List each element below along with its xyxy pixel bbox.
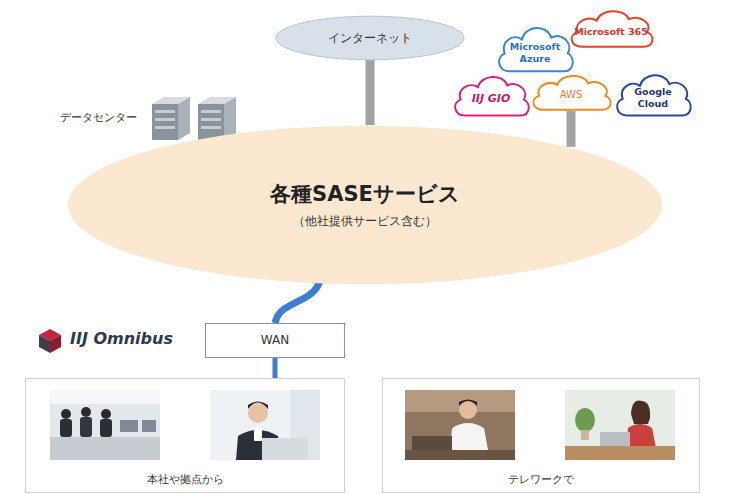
node-title: 各種SASEサービス bbox=[270, 181, 460, 207]
photo-suit bbox=[210, 390, 320, 460]
monitor bbox=[142, 420, 156, 432]
wan-box: WAN bbox=[205, 323, 345, 358]
person-head bbox=[101, 409, 111, 419]
desk bbox=[50, 437, 160, 460]
cloud-service: AWS bbox=[528, 68, 614, 112]
photo-ground bbox=[210, 390, 320, 460]
node-content: インターネット bbox=[285, 20, 455, 56]
site-panel: 本社や拠点から bbox=[25, 378, 345, 493]
person-head bbox=[248, 403, 268, 423]
telework-panel: テレワークで bbox=[382, 378, 700, 493]
server-side bbox=[224, 97, 236, 140]
internet-ellipse-shape bbox=[276, 16, 464, 60]
cloud-shape bbox=[455, 77, 529, 116]
person-shirt bbox=[254, 427, 262, 441]
person-hair bbox=[631, 401, 650, 424]
monitor bbox=[120, 420, 138, 432]
person-head bbox=[459, 401, 477, 419]
photo-home bbox=[565, 390, 675, 460]
node-content: Google Cloud bbox=[622, 82, 684, 114]
node-title: Microsoft Azure bbox=[504, 41, 566, 65]
logo-cube bbox=[39, 329, 61, 353]
photo-ground bbox=[565, 390, 675, 460]
server-slot bbox=[201, 110, 221, 113]
node-content: 各種SASEサービス （他社提供サービス含む） bbox=[125, 145, 605, 265]
laptop bbox=[262, 438, 308, 460]
person-body bbox=[80, 417, 92, 437]
server-front bbox=[152, 104, 178, 140]
server-slot bbox=[155, 118, 175, 121]
network-link bbox=[567, 111, 576, 147]
cloud-shape bbox=[572, 11, 653, 46]
node-title: IIJ GIO bbox=[472, 92, 511, 106]
cloud-service: Microsoft 365 bbox=[566, 3, 656, 49]
node-title: Microsoft 365 bbox=[574, 26, 648, 38]
cube-right bbox=[50, 335, 61, 353]
server-side bbox=[178, 97, 190, 140]
person-hair bbox=[248, 402, 268, 410]
node-title: インターネット bbox=[328, 31, 412, 46]
server-slot bbox=[155, 110, 175, 113]
node-content: IIJ GIO bbox=[458, 84, 524, 114]
node-title: テレワークで bbox=[508, 473, 574, 487]
node-subtitle: （他社提供サービス含む） bbox=[293, 214, 437, 229]
photo-ground bbox=[405, 390, 515, 460]
network-link-curve bbox=[275, 281, 320, 323]
person-hair bbox=[459, 400, 477, 407]
cloud-service: Google Cloud bbox=[612, 66, 694, 118]
table bbox=[405, 450, 515, 460]
cube-left bbox=[39, 335, 50, 353]
internet-ellipse: インターネット bbox=[275, 16, 465, 60]
photo-office bbox=[50, 390, 160, 460]
sase-ellipse-shape bbox=[68, 126, 662, 284]
photo-wall bbox=[50, 390, 160, 404]
brand-logo-text: IIJ Omnibus bbox=[70, 329, 173, 348]
server-icon bbox=[198, 97, 236, 140]
node-content: 本社や拠点から bbox=[34, 379, 336, 487]
node-title: AWS bbox=[560, 89, 583, 102]
cloud-shape bbox=[617, 75, 691, 115]
node-content: AWS bbox=[536, 82, 606, 109]
node-content: Microsoft Azure bbox=[504, 36, 566, 70]
server-icon bbox=[152, 97, 190, 140]
person-top bbox=[626, 424, 656, 448]
cloud-shape bbox=[533, 76, 610, 110]
person-body bbox=[60, 419, 72, 437]
node-title: Google Cloud bbox=[622, 86, 684, 110]
photo-ground bbox=[50, 390, 160, 460]
table bbox=[565, 446, 675, 460]
node-content: テレワークで bbox=[391, 379, 691, 487]
server-slot bbox=[155, 126, 175, 129]
person-head bbox=[81, 407, 91, 417]
cloud-shape bbox=[499, 28, 573, 71]
laptop bbox=[600, 432, 630, 448]
server-slot bbox=[201, 118, 221, 121]
server-front bbox=[198, 104, 224, 140]
plant bbox=[575, 408, 595, 432]
plant-pot bbox=[581, 430, 589, 440]
sase-ellipse: 各種SASEサービス （他社提供サービス含む） bbox=[65, 125, 665, 285]
cloud-service: Microsoft Azure bbox=[494, 18, 576, 74]
person-body bbox=[100, 419, 112, 437]
node-content: WAN bbox=[214, 327, 336, 354]
person-shirt bbox=[450, 423, 488, 450]
node-content: Microsoft 365 bbox=[574, 17, 648, 46]
person-head bbox=[61, 409, 71, 419]
node-title: WAN bbox=[261, 333, 289, 348]
node-title: 本社や拠点から bbox=[147, 473, 224, 487]
datacenter-label: データセンター bbox=[60, 110, 137, 125]
photo-cafe bbox=[405, 390, 515, 460]
network-link bbox=[366, 60, 375, 125]
server-slot bbox=[201, 126, 221, 129]
network-link bbox=[273, 358, 278, 378]
cloud-service: IIJ GIO bbox=[450, 68, 532, 118]
